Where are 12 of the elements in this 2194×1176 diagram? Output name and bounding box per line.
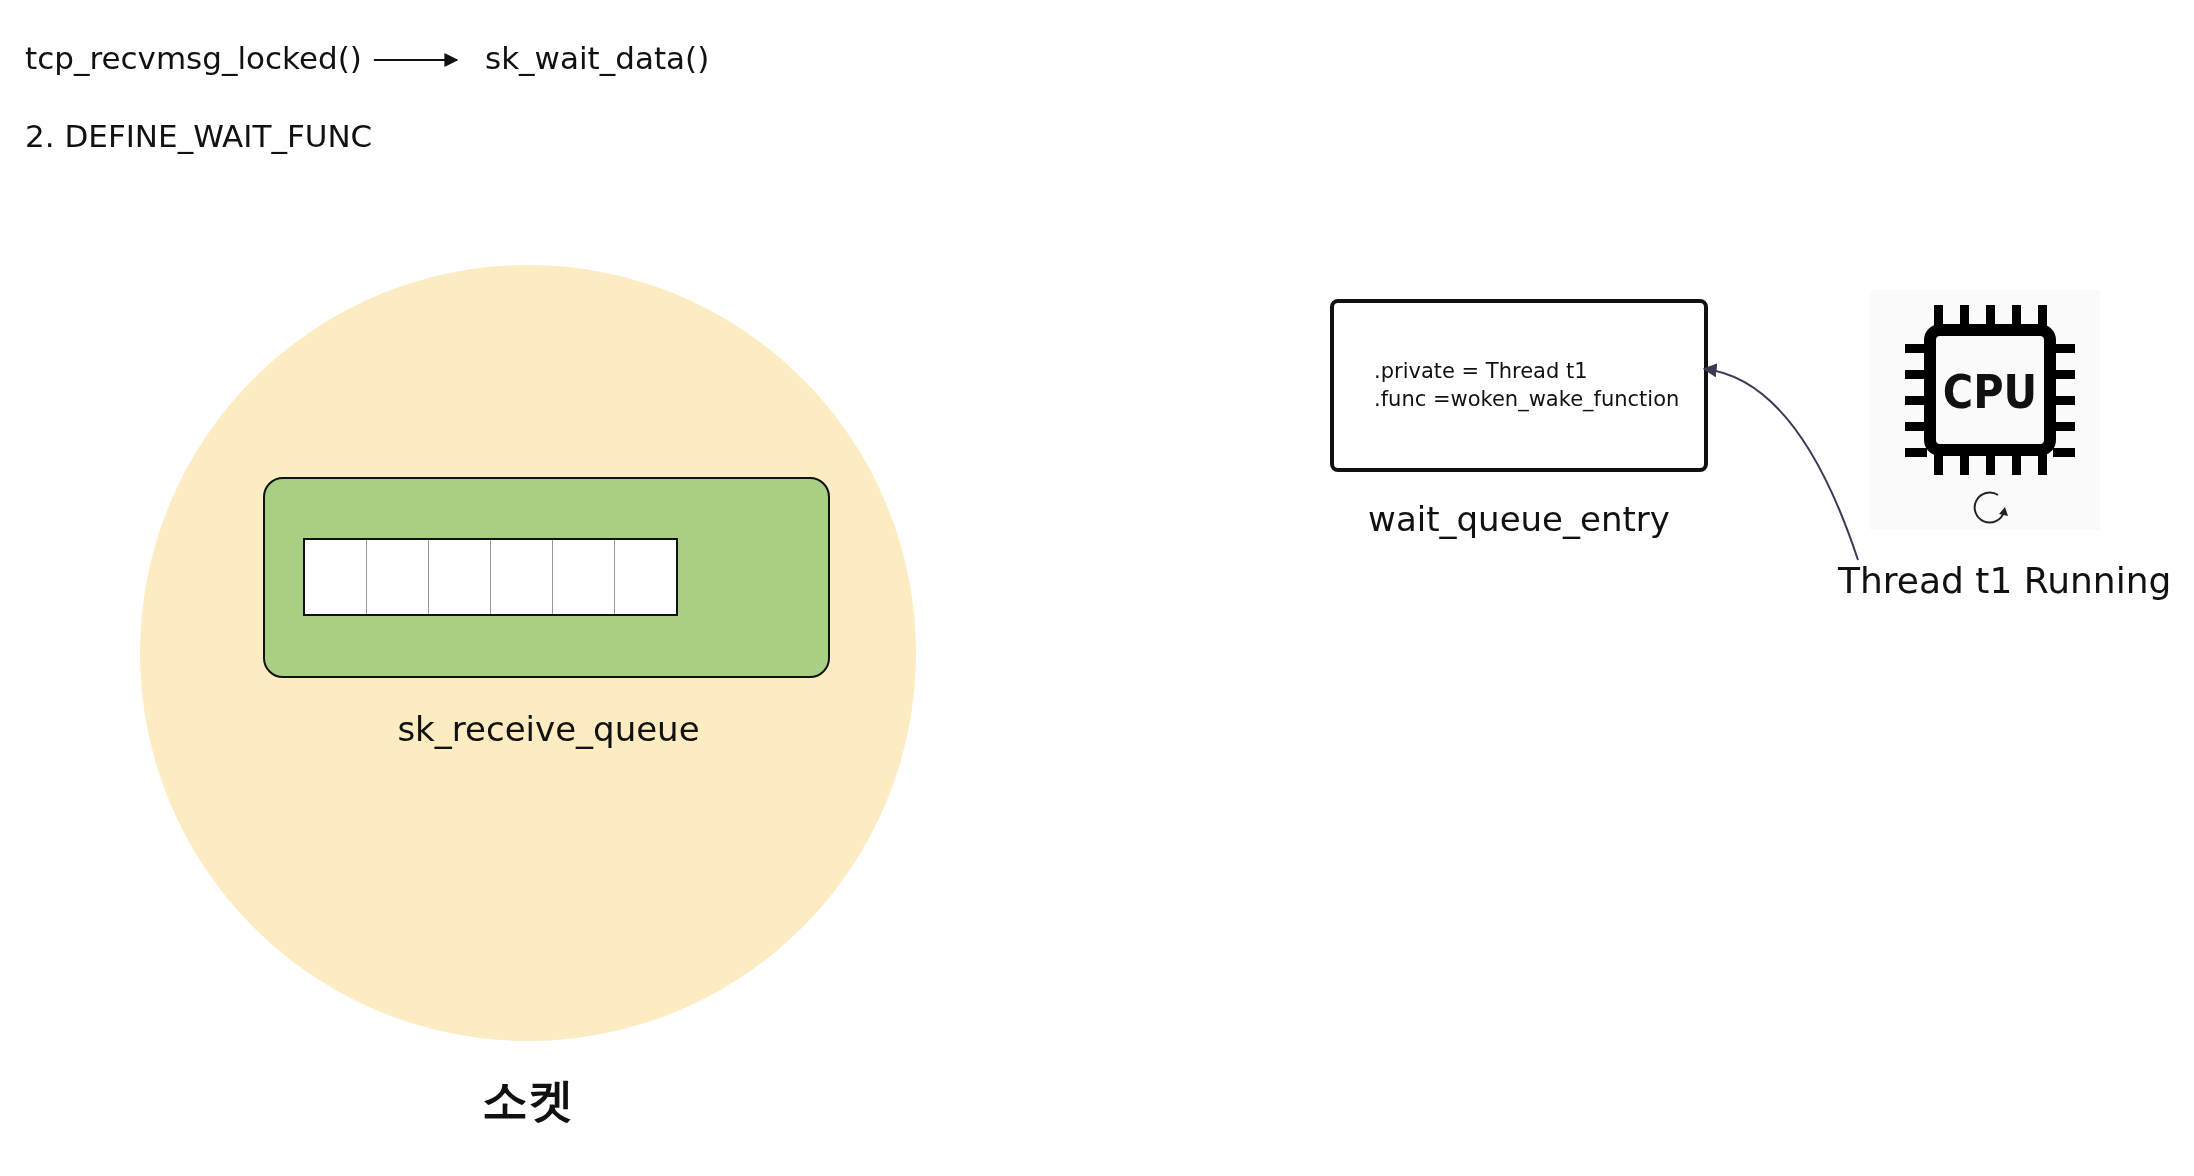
chip-label: CPU xyxy=(1941,365,2039,419)
function-name: sk_wait_data() xyxy=(485,40,710,76)
struct-label: wait_queue_entry xyxy=(1367,499,1671,539)
function-name: tcp_recvmsg_locked() xyxy=(25,40,362,76)
arrow xyxy=(372,53,459,67)
queue-label: sk_receive_queue xyxy=(396,709,701,749)
struct-field: .func =woken_wake_function xyxy=(1374,387,1680,411)
struct-field: .private = Thread t1 xyxy=(1374,359,1588,383)
arrow xyxy=(1702,364,1859,561)
function-name: Thread t1 Running xyxy=(1838,560,2172,601)
socket-label: 소켓 xyxy=(481,1072,575,1129)
step-heading: 2. DEFINE_WAIT_FUNC xyxy=(25,118,373,154)
